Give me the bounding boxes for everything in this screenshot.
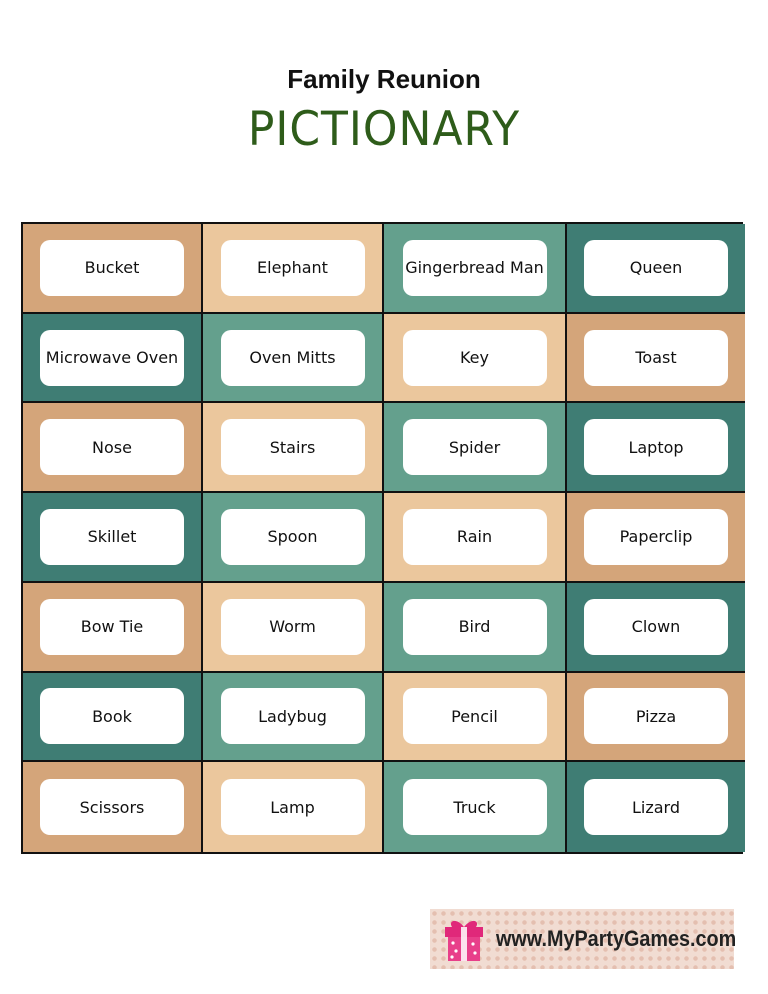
- word-cell: Rain: [384, 493, 567, 583]
- word-card: Lamp: [220, 779, 365, 836]
- word-card: Laptop: [584, 419, 728, 476]
- word-cell: Key: [384, 313, 567, 404]
- page-title: Family Reunion: [287, 64, 481, 94]
- word-cell: Truck: [384, 762, 567, 852]
- word-card: Book: [40, 688, 184, 745]
- word-card: Truck: [402, 779, 547, 836]
- word-card: Gingerbread Man: [402, 239, 547, 296]
- word-cell: Spoon: [203, 493, 384, 583]
- word-card: Bucket: [40, 239, 184, 296]
- word-card: Key: [402, 329, 547, 386]
- word-card: Rain: [402, 508, 547, 565]
- word-card: Ladybug: [220, 688, 365, 745]
- logo-text: www.MyPartyGames.com: [496, 926, 737, 951]
- word-card: Pizza: [584, 688, 728, 745]
- word-cell: Microwave Oven: [23, 313, 203, 404]
- word-cell: Toast: [567, 313, 745, 404]
- word-card: Elephant: [220, 239, 365, 296]
- word-card: Scissors: [40, 779, 184, 836]
- word-cell: Lizard: [567, 762, 745, 852]
- word-card: Clown: [584, 598, 728, 655]
- word-cell: Ladybug: [203, 672, 384, 763]
- word-cell: Stairs: [203, 403, 384, 494]
- word-cell: Lamp: [203, 762, 384, 852]
- page-subtitle: PICTIONARY: [247, 101, 521, 158]
- word-card: Spider: [402, 419, 547, 476]
- word-cell: Nose: [23, 403, 203, 494]
- word-cell: Scissors: [23, 762, 203, 852]
- word-card: Pencil: [402, 688, 547, 745]
- word-cell: Gingerbread Man: [384, 224, 567, 314]
- word-cell: Worm: [203, 582, 384, 673]
- word-card: Queen: [584, 239, 728, 296]
- word-card: Toast: [584, 329, 728, 386]
- word-cell: Skillet: [23, 493, 203, 583]
- word-card: Lizard: [584, 779, 728, 836]
- gift-box-icon: [442, 915, 486, 963]
- word-card: Worm: [220, 598, 365, 655]
- word-cell: Bucket: [23, 224, 203, 314]
- word-cell: Laptop: [567, 403, 745, 494]
- word-cell: Bird: [384, 582, 567, 673]
- word-cell: Book: [23, 672, 203, 763]
- word-card: Bow Tie: [40, 598, 184, 655]
- word-cell: Bow Tie: [23, 582, 203, 673]
- word-card: Bird: [402, 598, 547, 655]
- word-cell: Queen: [567, 224, 745, 314]
- word-cell: Spider: [384, 403, 567, 494]
- word-card: Oven Mitts: [220, 329, 365, 386]
- word-cell: Elephant: [203, 224, 384, 314]
- word-cell: Pencil: [384, 672, 567, 763]
- word-card: Microwave Oven: [40, 329, 184, 386]
- word-cell: Pizza: [567, 672, 745, 763]
- word-cell: Paperclip: [567, 493, 745, 583]
- word-card: Nose: [40, 419, 184, 476]
- site-logo: www.MyPartyGames.com: [430, 909, 737, 969]
- word-card: Paperclip: [584, 508, 728, 565]
- word-card: Stairs: [220, 419, 365, 476]
- word-cell: Oven Mitts: [203, 313, 384, 404]
- word-card: Spoon: [220, 508, 365, 565]
- word-card: Skillet: [40, 508, 184, 565]
- word-cell: Clown: [567, 582, 745, 673]
